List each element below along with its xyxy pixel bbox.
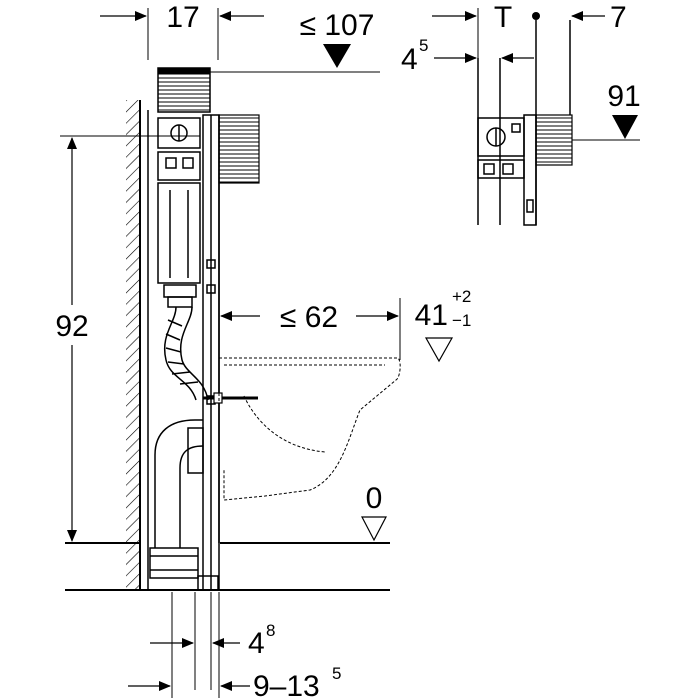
label-frame-depth: 17 [166,1,199,34]
label-detail-t: T [494,1,512,34]
wc-bowl [218,357,401,501]
installation-frame [147,110,220,591]
detail-insulation [535,114,573,166]
label-floor-level: 0 [366,482,383,515]
detail-reference-dot [532,12,540,20]
dim-bottom-offset: 4 8 [150,592,275,690]
label-bowl-projection: ≤ 62 [280,301,338,334]
label-total-height: 92 [55,310,88,343]
floor-lines [65,542,390,591]
label-detail-gap: 7 [610,1,627,34]
dim-seat-height: 41 +2 −1 [415,287,471,363]
wall [126,100,141,590]
dim-frame-depth: 17 [100,1,264,60]
dim-detail-t: T [432,1,512,58]
label-seat-height-minus: −1 [452,311,471,330]
label-cistern-height: 91 [607,80,640,113]
dim-total-height: 92 [55,135,200,542]
cistern [157,117,201,308]
dim-wall-distance: 9–13 5 [128,592,341,700]
actuator-housing [157,67,380,113]
dim-floor-level: 0 [361,482,387,542]
label-bottom-offset: 4 [248,627,265,660]
dim-cistern-height: 91 [572,80,641,141]
flush-pipe [163,306,209,401]
dim-detail-gap: 7 [571,1,627,34]
label-seat-height: 41 [415,299,448,332]
label-seat-height-plus: +2 [452,287,471,306]
dim-detail-offset: 4 5 [401,36,534,76]
drain-bend [149,419,204,579]
insulation-block [218,114,260,184]
label-bottom-offset-sup: 8 [266,621,275,640]
label-wall-distance-sup: 5 [332,664,341,683]
label-detail-offset-sup: 5 [419,36,428,55]
dim-bowl-projection: ≤ 62 [220,298,401,360]
fixing-bolt [203,392,258,404]
label-wall-distance: 9–13 [253,670,320,700]
label-cistern-depth: ≤ 107 [300,9,375,42]
dim-cistern-depth: ≤ 107 [300,9,375,68]
label-detail-offset: 4 [401,43,418,76]
